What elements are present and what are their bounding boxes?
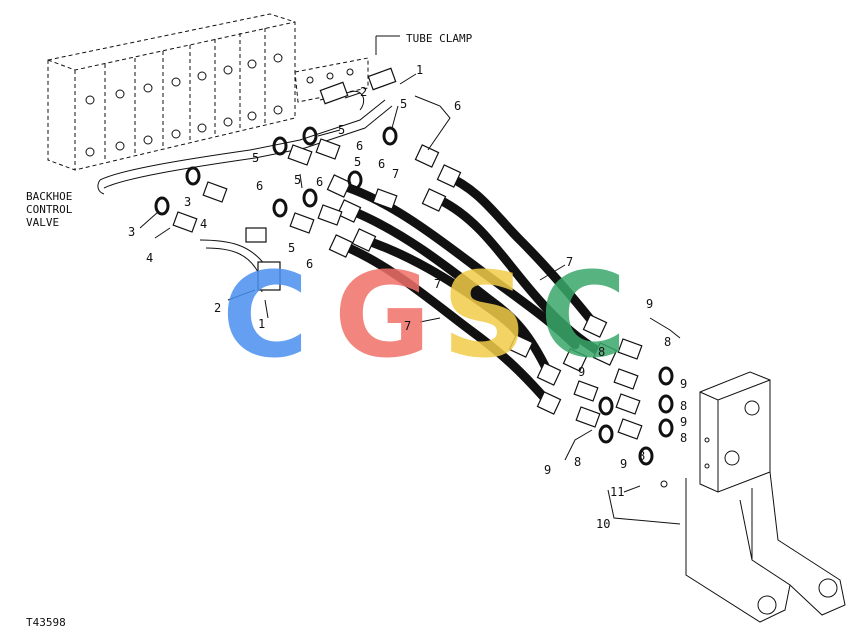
watermark-letter-c1: C bbox=[222, 246, 309, 384]
callout: 5 bbox=[400, 97, 407, 111]
adapters bbox=[172, 138, 643, 440]
callout: 8 bbox=[680, 399, 687, 413]
callout: 6 bbox=[356, 139, 363, 153]
callout: 7 bbox=[434, 277, 441, 291]
callout: 6 bbox=[316, 175, 323, 189]
watermark: C G S C bbox=[222, 246, 627, 384]
callout: 10 bbox=[596, 517, 610, 531]
callout: 8 bbox=[664, 335, 671, 349]
figure-id: T43598 bbox=[26, 616, 66, 629]
callout: 2 bbox=[360, 85, 367, 99]
callout: 6 bbox=[256, 179, 263, 193]
callout: 9 bbox=[680, 415, 687, 429]
leader-lines bbox=[139, 35, 681, 525]
callout: 8 bbox=[638, 449, 645, 463]
callout: 6 bbox=[454, 99, 461, 113]
callout: 7 bbox=[566, 255, 573, 269]
callout: 1 bbox=[258, 317, 265, 331]
backhoe-label-line1: BACKHOE bbox=[26, 190, 72, 203]
callout: 8 bbox=[680, 431, 687, 445]
callout: 6 bbox=[306, 257, 313, 271]
callout: 5 bbox=[288, 241, 295, 255]
callout: 9 bbox=[578, 365, 585, 379]
callout: 3 bbox=[184, 195, 191, 209]
callout: 6 bbox=[378, 157, 385, 171]
callout: 9 bbox=[544, 463, 551, 477]
elbow-fittings bbox=[245, 67, 397, 291]
callout: 9 bbox=[620, 457, 627, 471]
callout: 5 bbox=[252, 151, 259, 165]
watermark-letter-s: S bbox=[442, 246, 527, 384]
watermark-letter-c2: C bbox=[540, 246, 627, 384]
callout: 8 bbox=[574, 455, 581, 469]
callout: 5 bbox=[338, 123, 345, 137]
callout: 11 bbox=[610, 485, 624, 499]
o-rings bbox=[154, 126, 674, 466]
backhoe-label-line2: CONTROL bbox=[26, 203, 73, 216]
callout: 3 bbox=[128, 225, 135, 239]
backhoe-label-line3: VALVE bbox=[26, 216, 59, 229]
backhoe-control-valve bbox=[47, 13, 296, 171]
tube-clamp bbox=[294, 57, 369, 103]
callout: 2 bbox=[214, 301, 221, 315]
callout: 8 bbox=[598, 345, 605, 359]
callout: 4 bbox=[146, 251, 153, 265]
callout-numbers: 1 2 5 6 5 6 5 6 5 6 7 5 6 3 4 3 4 5 6 2 … bbox=[128, 63, 687, 531]
hoses bbox=[335, 170, 610, 407]
tube-clamp-label: TUBE CLAMP bbox=[406, 32, 473, 45]
callout: 5 bbox=[294, 173, 301, 187]
callout: 5 bbox=[354, 155, 361, 169]
callout: 7 bbox=[404, 319, 411, 333]
mounting-bracket bbox=[660, 371, 846, 623]
hose-fittings bbox=[326, 144, 618, 415]
watermark-letter-g: G bbox=[334, 246, 431, 384]
callout: 1 bbox=[416, 63, 423, 77]
callout: 9 bbox=[680, 377, 687, 391]
callout: 4 bbox=[200, 217, 207, 231]
callout: 7 bbox=[392, 167, 399, 181]
callout: 9 bbox=[646, 297, 653, 311]
